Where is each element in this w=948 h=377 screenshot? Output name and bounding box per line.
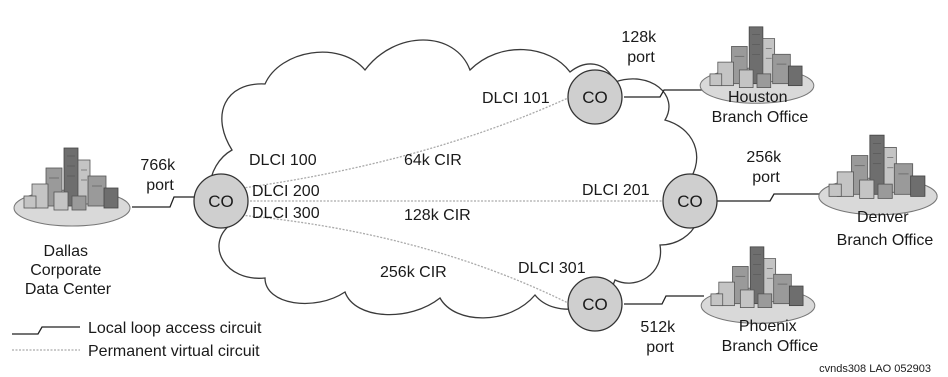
cir-houston-label: 64k CIR [404, 152, 462, 169]
denver-office-label: Denver Branch Office [837, 209, 934, 249]
local-loop-denver [714, 193, 824, 202]
co-label: CO [582, 88, 608, 107]
dallas-office-label: Dallas Corporate Data Center [25, 243, 112, 298]
frame-relay-cloud [208, 39, 701, 319]
legend: Local loop access circuit Permanent virt… [12, 320, 262, 360]
legend-local-loop-label: Local loop access circuit [88, 320, 262, 337]
dlci-101-label: DLCI 101 [482, 90, 550, 107]
co-node-houston: CO [567, 69, 623, 125]
phoenix-office-label: Phoenix Branch Office [722, 318, 819, 355]
dlci-201-label: DLCI 201 [582, 182, 650, 199]
dallas-buildings-icon [13, 147, 131, 227]
legend-local-loop-line [12, 326, 80, 335]
co-label: CO [208, 192, 234, 211]
dlci-301-label: DLCI 301 [518, 260, 586, 277]
pvc-dallas-houston [227, 97, 569, 191]
pvc-dallas-phoenix [227, 213, 569, 304]
local-loop-houston [624, 89, 704, 98]
cir-denver-label: 128k CIR [404, 207, 471, 224]
co-node-denver: CO [662, 173, 718, 229]
dlci-100-label: DLCI 100 [249, 152, 317, 169]
houston-office-label: Houston Branch Office [712, 89, 809, 126]
co-node-dallas: CO [193, 173, 249, 229]
local-loop-phoenix [624, 295, 704, 305]
dallas-port-label: 766k port [140, 157, 179, 194]
co-label: CO [582, 295, 608, 314]
dlci-200-label: DLCI 200 [252, 183, 320, 200]
figure-code: cvnds308 LAO 052903 [819, 363, 931, 375]
denver-buildings-icon [818, 134, 938, 216]
co-node-phoenix: CO [567, 276, 623, 332]
denver-port-label: 256k port [746, 149, 785, 186]
cir-phoenix-label: 256k CIR [380, 264, 447, 281]
local-loop-dallas [132, 196, 208, 208]
phoenix-port-label: 512k port [640, 319, 679, 356]
dlci-300-label: DLCI 300 [252, 205, 320, 222]
legend-pvc-label: Permanent virtual circuit [88, 343, 260, 360]
houston-port-label: 128k port [621, 29, 660, 66]
co-label: CO [677, 192, 703, 211]
phoenix-buildings-icon [700, 246, 816, 324]
